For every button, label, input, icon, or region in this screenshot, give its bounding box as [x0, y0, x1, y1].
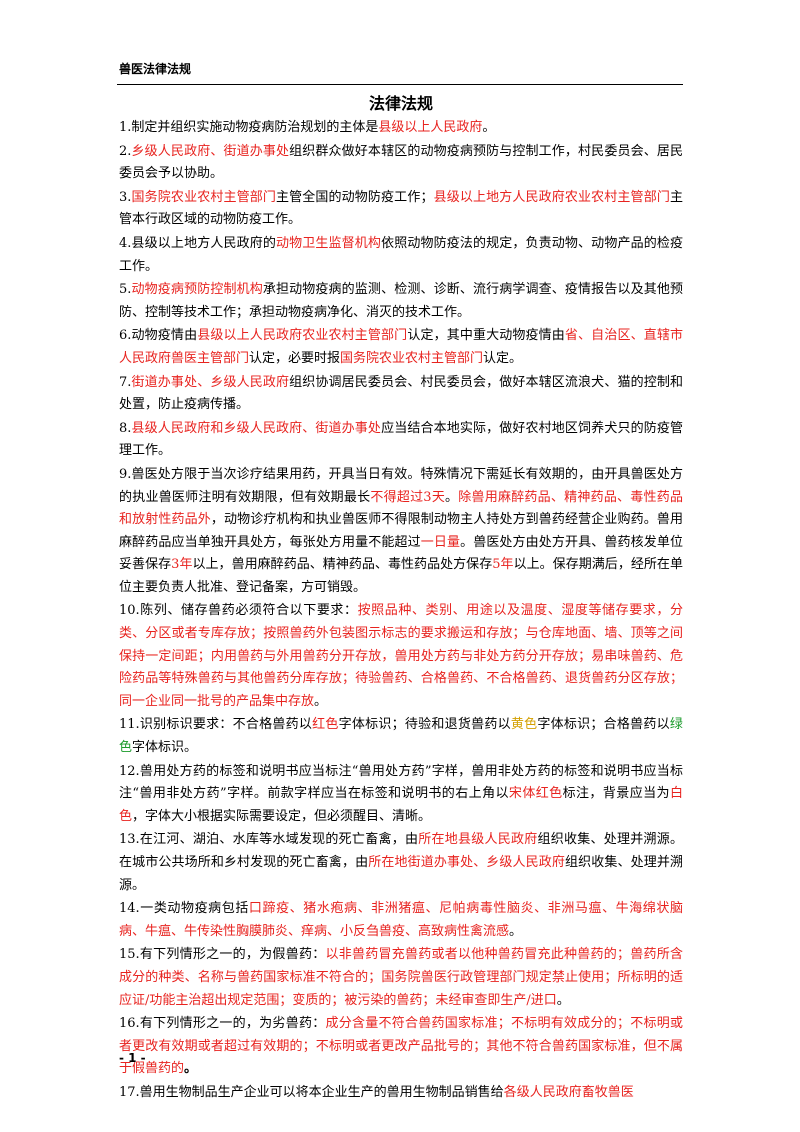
article-text: 认定。 [483, 350, 523, 366]
article-text: 16.有下列情形之一的，为劣兽药： [119, 1016, 326, 1032]
highlighted-text: 动物疫病预防控制机构 [131, 282, 263, 298]
highlighted-text: 黄色 [510, 717, 538, 733]
article-text: 13.在江河、湖泊、水库等水域发现的死亡畜禽，由 [119, 832, 419, 848]
article-item: 1.制定并组织实施动物疫病防治规划的主体是县级以上人民政府。 [119, 117, 683, 140]
highlighted-text: 各级人民政府畜牧兽医 [503, 1084, 634, 1100]
article-item: 2.乡级人民政府、街道办事处组织群众做好本辖区的动物疫病预防与控制工作，村民委员… [119, 141, 683, 186]
article-text: 字体标识；合格兽药以 [537, 717, 670, 733]
document-body: 法律法规 1.制定并组织实施动物疫病防治规划的主体是县级以上人民政府。2.乡级人… [119, 92, 683, 1106]
article-item: 10.陈列、储存兽药必须符合以下要求：按照品种、类别、用途以及温度、湿度等储存要… [119, 600, 683, 713]
article-list: 1.制定并组织实施动物疫病防治规划的主体是县级以上人民政府。2.乡级人民政府、街… [119, 117, 683, 1105]
article-item: 15.有下列情形之一的，为假兽药：以非兽药冒充兽药或者以他种兽药冒充此种兽药的；… [119, 944, 683, 1012]
highlighted-text: 所在地县级人民政府 [418, 832, 538, 848]
article-text: 承担动物疫病的监测、检测、诊断、流行病学调查、疫情报告以及其他预防、控制等技术工… [119, 282, 683, 320]
article-item: 6.动物疫情由县级以上人民政府农业农村主管部门认定，其中重大动物疫情由省、自治区… [119, 325, 683, 370]
highlighted-text: 不得超过3天 [370, 489, 446, 505]
highlighted-text: 5年 [492, 557, 514, 573]
highlighted-text: 白色 [119, 786, 683, 824]
article-text: ，字体大小根据实际需要设定，但必须醒目、清晰。 [132, 808, 432, 824]
highlighted-text: 绿色 [119, 717, 683, 756]
article-text: 应当结合本地实际，做好农村地区饲养犬只的防疫管理工作。 [119, 420, 683, 459]
highlighted-text: 红色 [312, 717, 339, 733]
highlighted-text: 宋体红色 [508, 786, 563, 802]
article-item: 3.国务院农业农村主管部门主管全国的动物防疫工作；县级以上地方人民政府农业农村主… [119, 187, 683, 232]
article-item: 7.街道办事处、乡级人民政府组织协调居民委员会、村民委员会，做好本辖区流浪犬、猫… [119, 372, 683, 417]
highlighted-text: 国务院农业农村主管部门 [131, 189, 276, 205]
article-text: 依照动物防疫法的规定，负责动物、动物产品的检疫工作。 [119, 235, 683, 274]
article-text: 字体标识。 [132, 740, 198, 756]
page-title: 法律法规 [368, 94, 433, 113]
highlighted-text: 。 [184, 1061, 198, 1077]
article-text: 字体标识；待验和退货兽药以 [338, 717, 511, 733]
article-item: 14.一类动物疫病包括口蹄疫、猪水疱病、非洲猪瘟、尼帕病毒性脑炎、非洲马瘟、牛海… [119, 898, 683, 943]
article-text: 认定，必要时报 [249, 350, 341, 366]
article-text: 14.一类动物疫病包括 [119, 901, 249, 917]
article-text: 。 [556, 992, 570, 1008]
article-text: 以上，兽用麻醉药品、精神药品、毒性药品处方保存 [192, 557, 493, 573]
header-divider [117, 84, 683, 85]
article-text: 8. [119, 420, 132, 436]
article-item: 9.兽医处方限于当次诊疗结果用药，开具当日有效。特殊情况下需延长有效期的，由开具… [119, 464, 683, 600]
article-text: 。 [509, 923, 523, 939]
highlighted-text: 按照品种、类别、用途以及温度、湿度等储存要求，分类、分区或者专库存放；按照兽药外… [119, 603, 683, 709]
highlighted-text: 动物卫生监督机构 [276, 235, 382, 251]
highlighted-text: 所在地街道办事处、乡级人民政府 [368, 855, 566, 870]
article-text: 主管本行政区域的动物防疫工作。 [119, 189, 683, 228]
article-text: 标注，背景应当为 [562, 786, 670, 802]
highlighted-text: 乡级人民政府、街道办事处 [131, 143, 290, 159]
article-text: 。 [314, 693, 328, 709]
article-text: 17.兽用生物制品生产企业可以将本企业生产的兽用生物制品销售给 [119, 1084, 504, 1100]
article-item: 16.有下列情形之一的，为劣兽药：成分含量不符合兽药国家标准；不标明有效成分的；… [119, 1013, 683, 1081]
article-item: 5.动物疫病预防控制机构承担动物疫病的监测、检测、诊断、流行病学调查、疫情报告以… [119, 279, 683, 324]
article-text: 认定，其中重大动物疫情由 [407, 328, 565, 344]
article-item: 11.识别标识要求：不合格兽药以红色字体标识；待验和退货兽药以黄色字体标识；合格… [119, 714, 683, 759]
article-item: 13.在江河、湖泊、水库等水域发现的死亡畜禽，由所在地县级人民政府组织收集、处理… [119, 829, 683, 897]
article-text: 10.陈列、储存兽药必须符合以下要求： [119, 603, 358, 619]
article-text: 5. [119, 282, 132, 298]
highlighted-text: 以非兽药冒充兽药或者以他种兽药冒充此种兽药的；兽药所含成分的种类、名称与兽药国家… [119, 947, 683, 1008]
highlighted-text: 县级以上人民政府农业农村主管部门 [197, 328, 408, 344]
highlighted-text: 街道办事处、乡级人民政府 [131, 374, 290, 390]
article-text: 11.识别标识要求：不合格兽药以 [119, 717, 313, 733]
article-text: 1.制定并组织实施动物疫病防治规划的主体是 [119, 120, 379, 135]
article-text: 3. [119, 189, 132, 205]
highlighted-text: 口蹄疫、猪水疱病、非洲猪瘟、尼帕病毒性脑炎、非洲马瘟、牛海绵状脑病、牛瘟、牛传染… [119, 901, 683, 939]
article-text: 9.兽医处方限于当次诊疗结果用药，开具当日有效。特殊情况下需延长有效期的，由开具… [119, 466, 683, 505]
article-text: 组织群众做好本辖区的动物疫病预防与控制工作，村民委员会、居民委员会予以协助。 [119, 143, 683, 182]
article-text: 组织收集、处理并溯源。 [119, 855, 683, 893]
article-text: 。兽医处方由处方开具、兽药核发单位妥善保存 [119, 534, 683, 573]
article-text: 组织收集、处理并溯源。在城市公共场所和乡村发现的死亡畜禽，由 [119, 832, 683, 870]
article-text: 4.县级以上地方人民政府的 [119, 235, 276, 251]
article-text: 组织协调居民委员会、村民委员会，做好本辖区流浪犬、猫的控制和处置，防止疫病传播。 [119, 374, 683, 413]
highlighted-text: 除兽用麻醉药品、精神药品、毒性药品和放射性药品外 [119, 489, 683, 528]
article-text: 2. [119, 143, 132, 159]
article-text: 7. [119, 374, 132, 390]
article-text: ，动物诊疗机构和执业兽医师不得限制动物主人持处方到兽药经营企业购药。兽用麻醉药品… [119, 512, 683, 550]
article-text: 。 [482, 120, 496, 135]
running-header: 兽医法律法规 [119, 62, 192, 76]
page-number: - 1 - [119, 1051, 146, 1065]
article-text: 。 [445, 489, 459, 505]
highlighted-text: 成分含量不符合兽药国家标准；不标明有效成分的；不标明或者更改有效期或者超过有效期… [119, 1016, 683, 1077]
highlighted-text: 省、自治区、直辖市人民政府兽医主管部门 [119, 328, 683, 366]
highlighted-text: 县级以上地方人民政府农业农村主管部门 [433, 189, 670, 205]
article-item: 12.兽用处方药的标签和说明书应当标注“兽用处方药”字样，兽用非处方药的标签和说… [119, 761, 683, 829]
highlighted-text: 县级以上人民政府 [378, 120, 483, 135]
article-text: 主管全国的动物防疫工作； [276, 189, 434, 205]
article-item: 4.县级以上地方人民政府的动物卫生监督机构依照动物防疫法的规定，负责动物、动物产… [119, 233, 683, 278]
article-item: 17.兽用生物制品生产企业可以将本企业生产的兽用生物制品销售给各级人民政府畜牧兽… [119, 1082, 683, 1105]
article-item: 8.县级人民政府和乡级人民政府、街道办事处应当结合本地实际，做好农村地区饲养犬只… [119, 418, 683, 463]
article-text: 以上。保存期满后，经所在单位主要负责人批准、登记备案，方可销毁。 [119, 557, 683, 595]
highlighted-text: 县级人民政府和乡级人民政府、街道办事处 [131, 420, 382, 436]
article-text: 15.有下列情形之一的，为假兽药： [119, 947, 326, 963]
highlighted-text: 一日量 [420, 534, 461, 550]
highlighted-text: 国务院农业农村主管部门 [340, 350, 484, 366]
article-text: 12.兽用处方药的标签和说明书应当标注“兽用处方药”字样，兽用非处方药的标签和说… [119, 763, 683, 802]
article-text: 6.动物疫情由 [119, 328, 198, 344]
highlighted-text: 3年 [171, 557, 193, 573]
